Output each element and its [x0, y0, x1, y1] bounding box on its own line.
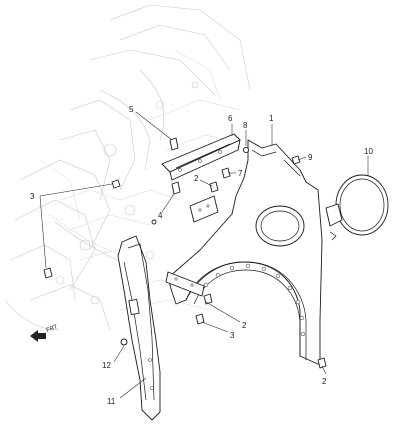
- grommet-8: [242, 146, 250, 154]
- bracket-stud: [151, 219, 157, 225]
- mounting-plate: [189, 195, 219, 223]
- clip-3a: [111, 179, 121, 189]
- bolt-5: [169, 137, 179, 151]
- body-structure-ghost: [4, 4, 251, 331]
- label-10: 10: [364, 147, 373, 156]
- fuel-filler-door: [325, 174, 389, 241]
- screw-9: [291, 155, 301, 165]
- lower-bracket: [165, 271, 205, 297]
- part-labels: 1 6 8 5 9 10 4 2 7 3 2 3 2 12 11: [30, 105, 373, 406]
- label-5: 5: [129, 105, 134, 114]
- label-1: 1: [269, 114, 274, 123]
- clip-3b: [43, 267, 53, 279]
- clip-3c: [195, 313, 205, 325]
- label-4: 4: [158, 211, 163, 220]
- label-3-left: 3: [30, 192, 35, 201]
- front-direction-indicator: FRT: [30, 324, 59, 342]
- grommet-12: [120, 338, 128, 346]
- fasteners: [43, 137, 327, 369]
- label-12: 12: [102, 361, 111, 370]
- label-9: 9: [308, 153, 313, 162]
- label-2-lower: 2: [322, 377, 327, 386]
- bolt-2-upper: [209, 181, 219, 193]
- leader-lines: [39, 111, 369, 399]
- front-arrow-icon: [30, 330, 46, 342]
- label-6: 6: [228, 114, 233, 123]
- label-11: 11: [107, 397, 116, 406]
- lower-extension-panel: [117, 235, 161, 421]
- label-3-mid: 3: [230, 331, 235, 340]
- label-2-upper: 2: [194, 174, 199, 183]
- label-2-mid: 2: [242, 321, 247, 330]
- label-7: 7: [238, 169, 243, 178]
- upper-bracket: [161, 133, 241, 181]
- bolt-2-mid: [203, 293, 213, 305]
- fender-panel: [167, 139, 323, 366]
- clip-7: [221, 167, 231, 179]
- bolt-2-lower: [317, 357, 327, 369]
- label-8: 8: [243, 121, 248, 130]
- clip-4: [171, 181, 181, 195]
- front-label: FRT: [46, 324, 59, 334]
